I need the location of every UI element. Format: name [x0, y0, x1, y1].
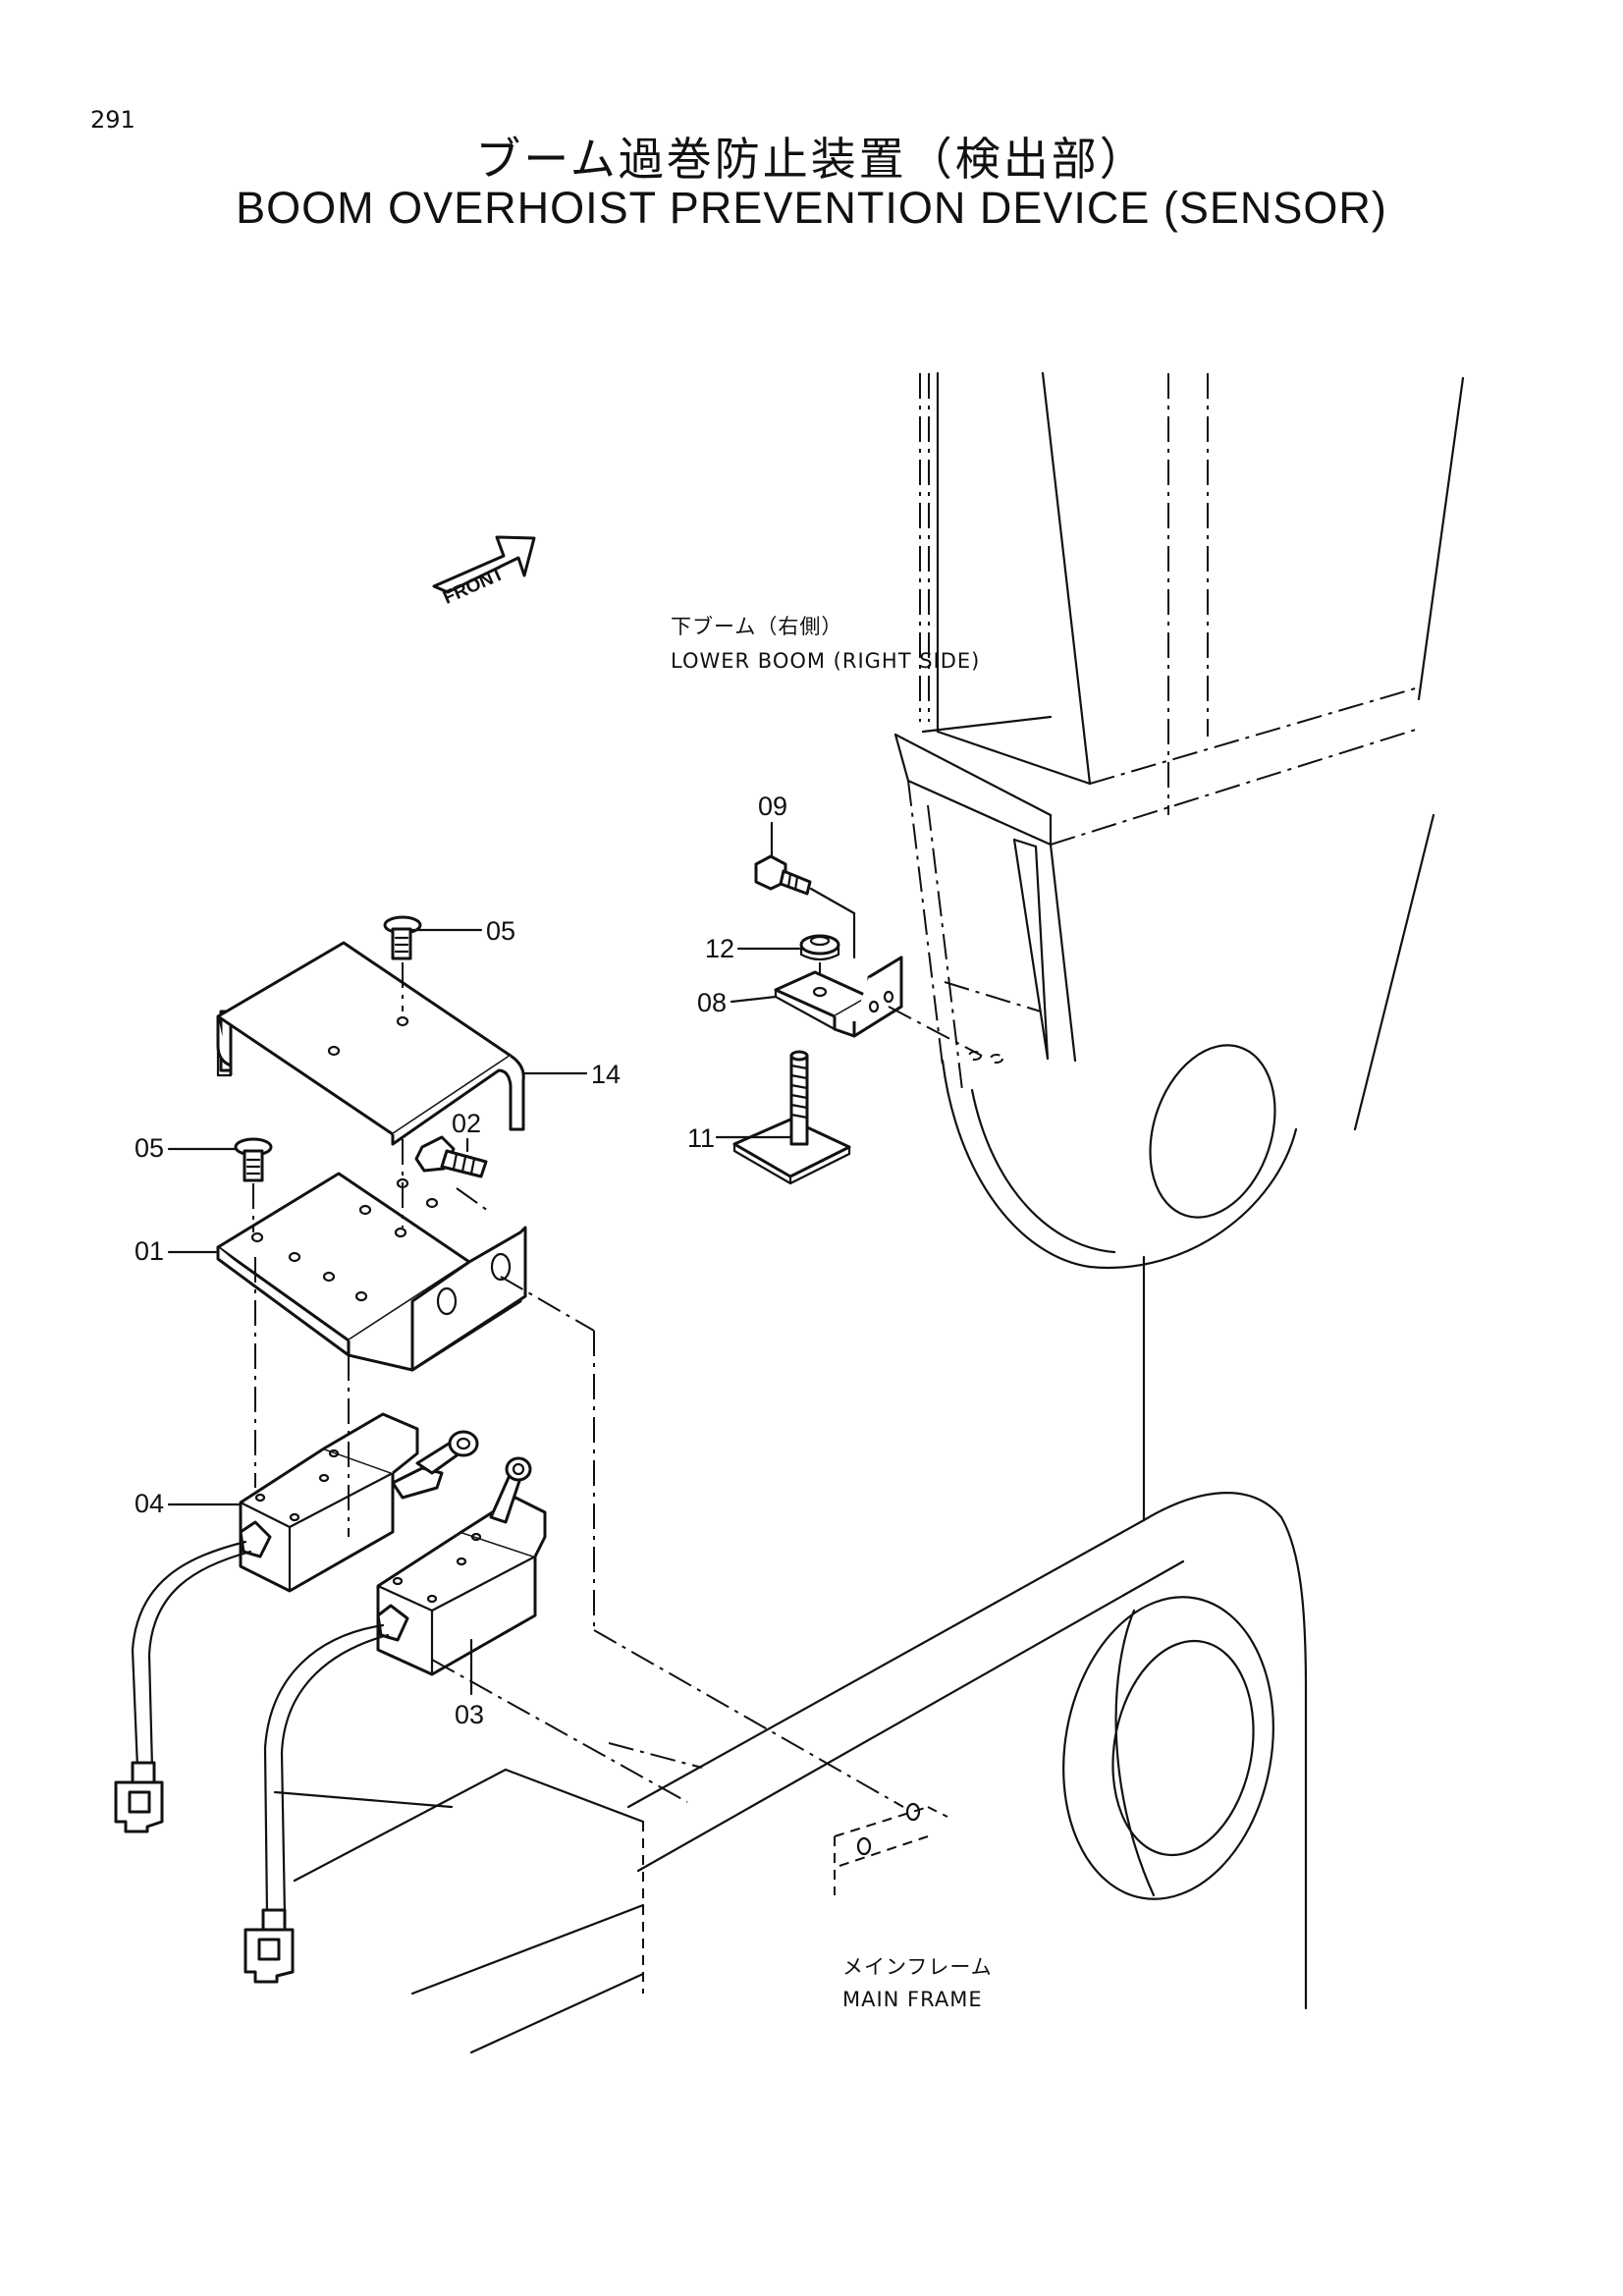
callout-03: 03 [455, 1638, 484, 1729]
main-frame [273, 1492, 1308, 2054]
page-number: 291 [90, 106, 135, 134]
svg-text:LOWER BOOM (RIGHT SIDE): LOWER BOOM (RIGHT SIDE) [671, 649, 980, 673]
callout-02: 02 [452, 1109, 481, 1153]
lower-boom [893, 371, 1465, 1522]
svg-text:03: 03 [455, 1700, 484, 1729]
svg-text:下ブーム（右側）: 下ブーム（右側） [671, 615, 842, 638]
svg-text:メインフレーム: メインフレーム [842, 1955, 993, 1979]
callout-05-left: 05 [135, 1133, 238, 1163]
svg-text:04: 04 [135, 1489, 164, 1518]
stud-plate-part-11 [732, 1050, 851, 1185]
front-direction-arrow: FRONT [432, 535, 536, 609]
title-english: BOOM OVERHOIST PREVENTION DEVICE (SENSOR… [236, 183, 1387, 233]
note-main-frame: メインフレーム MAIN FRAME [842, 1955, 993, 2011]
limit-switch-part-03 [263, 1456, 547, 1917]
note-lower-boom: 下ブーム（右側） LOWER BOOM (RIGHT SIDE) [671, 615, 980, 673]
callout-04: 04 [135, 1489, 243, 1518]
callout-08: 08 [697, 988, 778, 1017]
connector-part-03 [243, 1908, 295, 1984]
connector-part-04 [114, 1761, 164, 1833]
callout-14: 14 [521, 1060, 621, 1089]
bolt-part-02 [414, 1135, 488, 1178]
svg-text:14: 14 [591, 1060, 621, 1089]
svg-text:09: 09 [758, 792, 787, 821]
bracket-part-01 [216, 1172, 527, 1372]
svg-text:08: 08 [697, 988, 727, 1017]
limit-switch-part-04 [131, 1412, 479, 1770]
callout-09: 09 [758, 792, 787, 858]
cover-part-14 [216, 941, 525, 1146]
svg-text:12: 12 [705, 934, 734, 963]
bolt-part-09 [754, 854, 812, 896]
svg-text:05: 05 [135, 1133, 164, 1163]
svg-text:05: 05 [486, 916, 515, 946]
svg-text:02: 02 [452, 1109, 481, 1138]
svg-text:11: 11 [687, 1123, 715, 1153]
svg-text:MAIN FRAME: MAIN FRAME [842, 1988, 983, 2011]
callout-05-top: 05 [410, 916, 515, 946]
callout-11: 11 [687, 1123, 793, 1153]
bolt-part-05-left [234, 1137, 273, 1182]
callout-01: 01 [135, 1236, 218, 1266]
bracket-part-08 [774, 956, 903, 1038]
title-japanese: ブーム過巻防止装置（検出部） [475, 133, 1148, 186]
callout-12: 12 [705, 934, 801, 963]
svg-text:01: 01 [135, 1236, 164, 1266]
bolt-part-05-top [383, 915, 422, 960]
nut-part-12 [799, 934, 840, 961]
